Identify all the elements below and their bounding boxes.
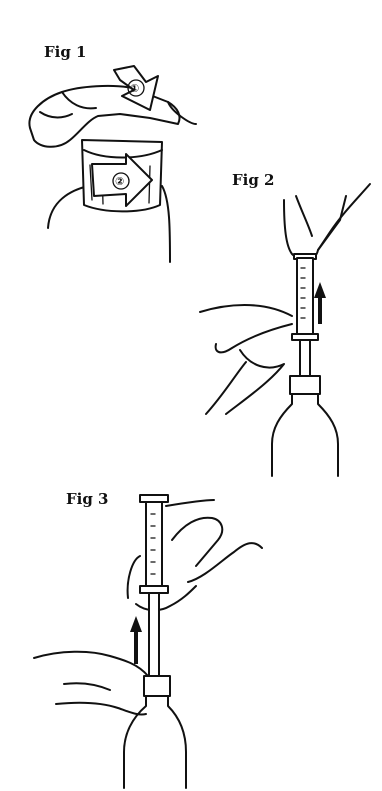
- fig-2-up-arrow-shaft: [318, 296, 322, 324]
- fig-2-illustration: [200, 184, 370, 476]
- fig-3-up-arrow-head: [130, 616, 142, 632]
- fig-3-illustration: [34, 495, 262, 788]
- fig-2-syringe-barrel: [297, 258, 313, 336]
- fig-2-syringe-tip: [300, 340, 310, 378]
- fig-2-bottle-adapter: [290, 376, 320, 394]
- fig-3-lower-hand: [34, 652, 148, 715]
- fig-1-step-2: ②: [115, 175, 124, 188]
- fig-3-up-arrow-shaft: [134, 630, 138, 664]
- fig-3-syringe-tip: [149, 593, 159, 677]
- fig-3-syringe-finger-grip: [140, 586, 168, 593]
- fig-2-upper-hand: [284, 196, 346, 260]
- fig-3-bottle: [124, 696, 186, 788]
- fig-3-syringe-barrel: [146, 502, 162, 588]
- fig-1-illustration: ① ②: [29, 66, 196, 262]
- fig-2-bottle: [272, 394, 338, 476]
- fig-2-up-arrow-head: [314, 282, 326, 298]
- fig-3-bottle-adapter: [144, 676, 170, 696]
- fig-2-lower-hand: [200, 305, 292, 414]
- fig-1-step-1: ①: [130, 82, 139, 95]
- fig-3-upper-hand: [166, 500, 262, 582]
- fig-3-plunger-flange: [140, 495, 168, 502]
